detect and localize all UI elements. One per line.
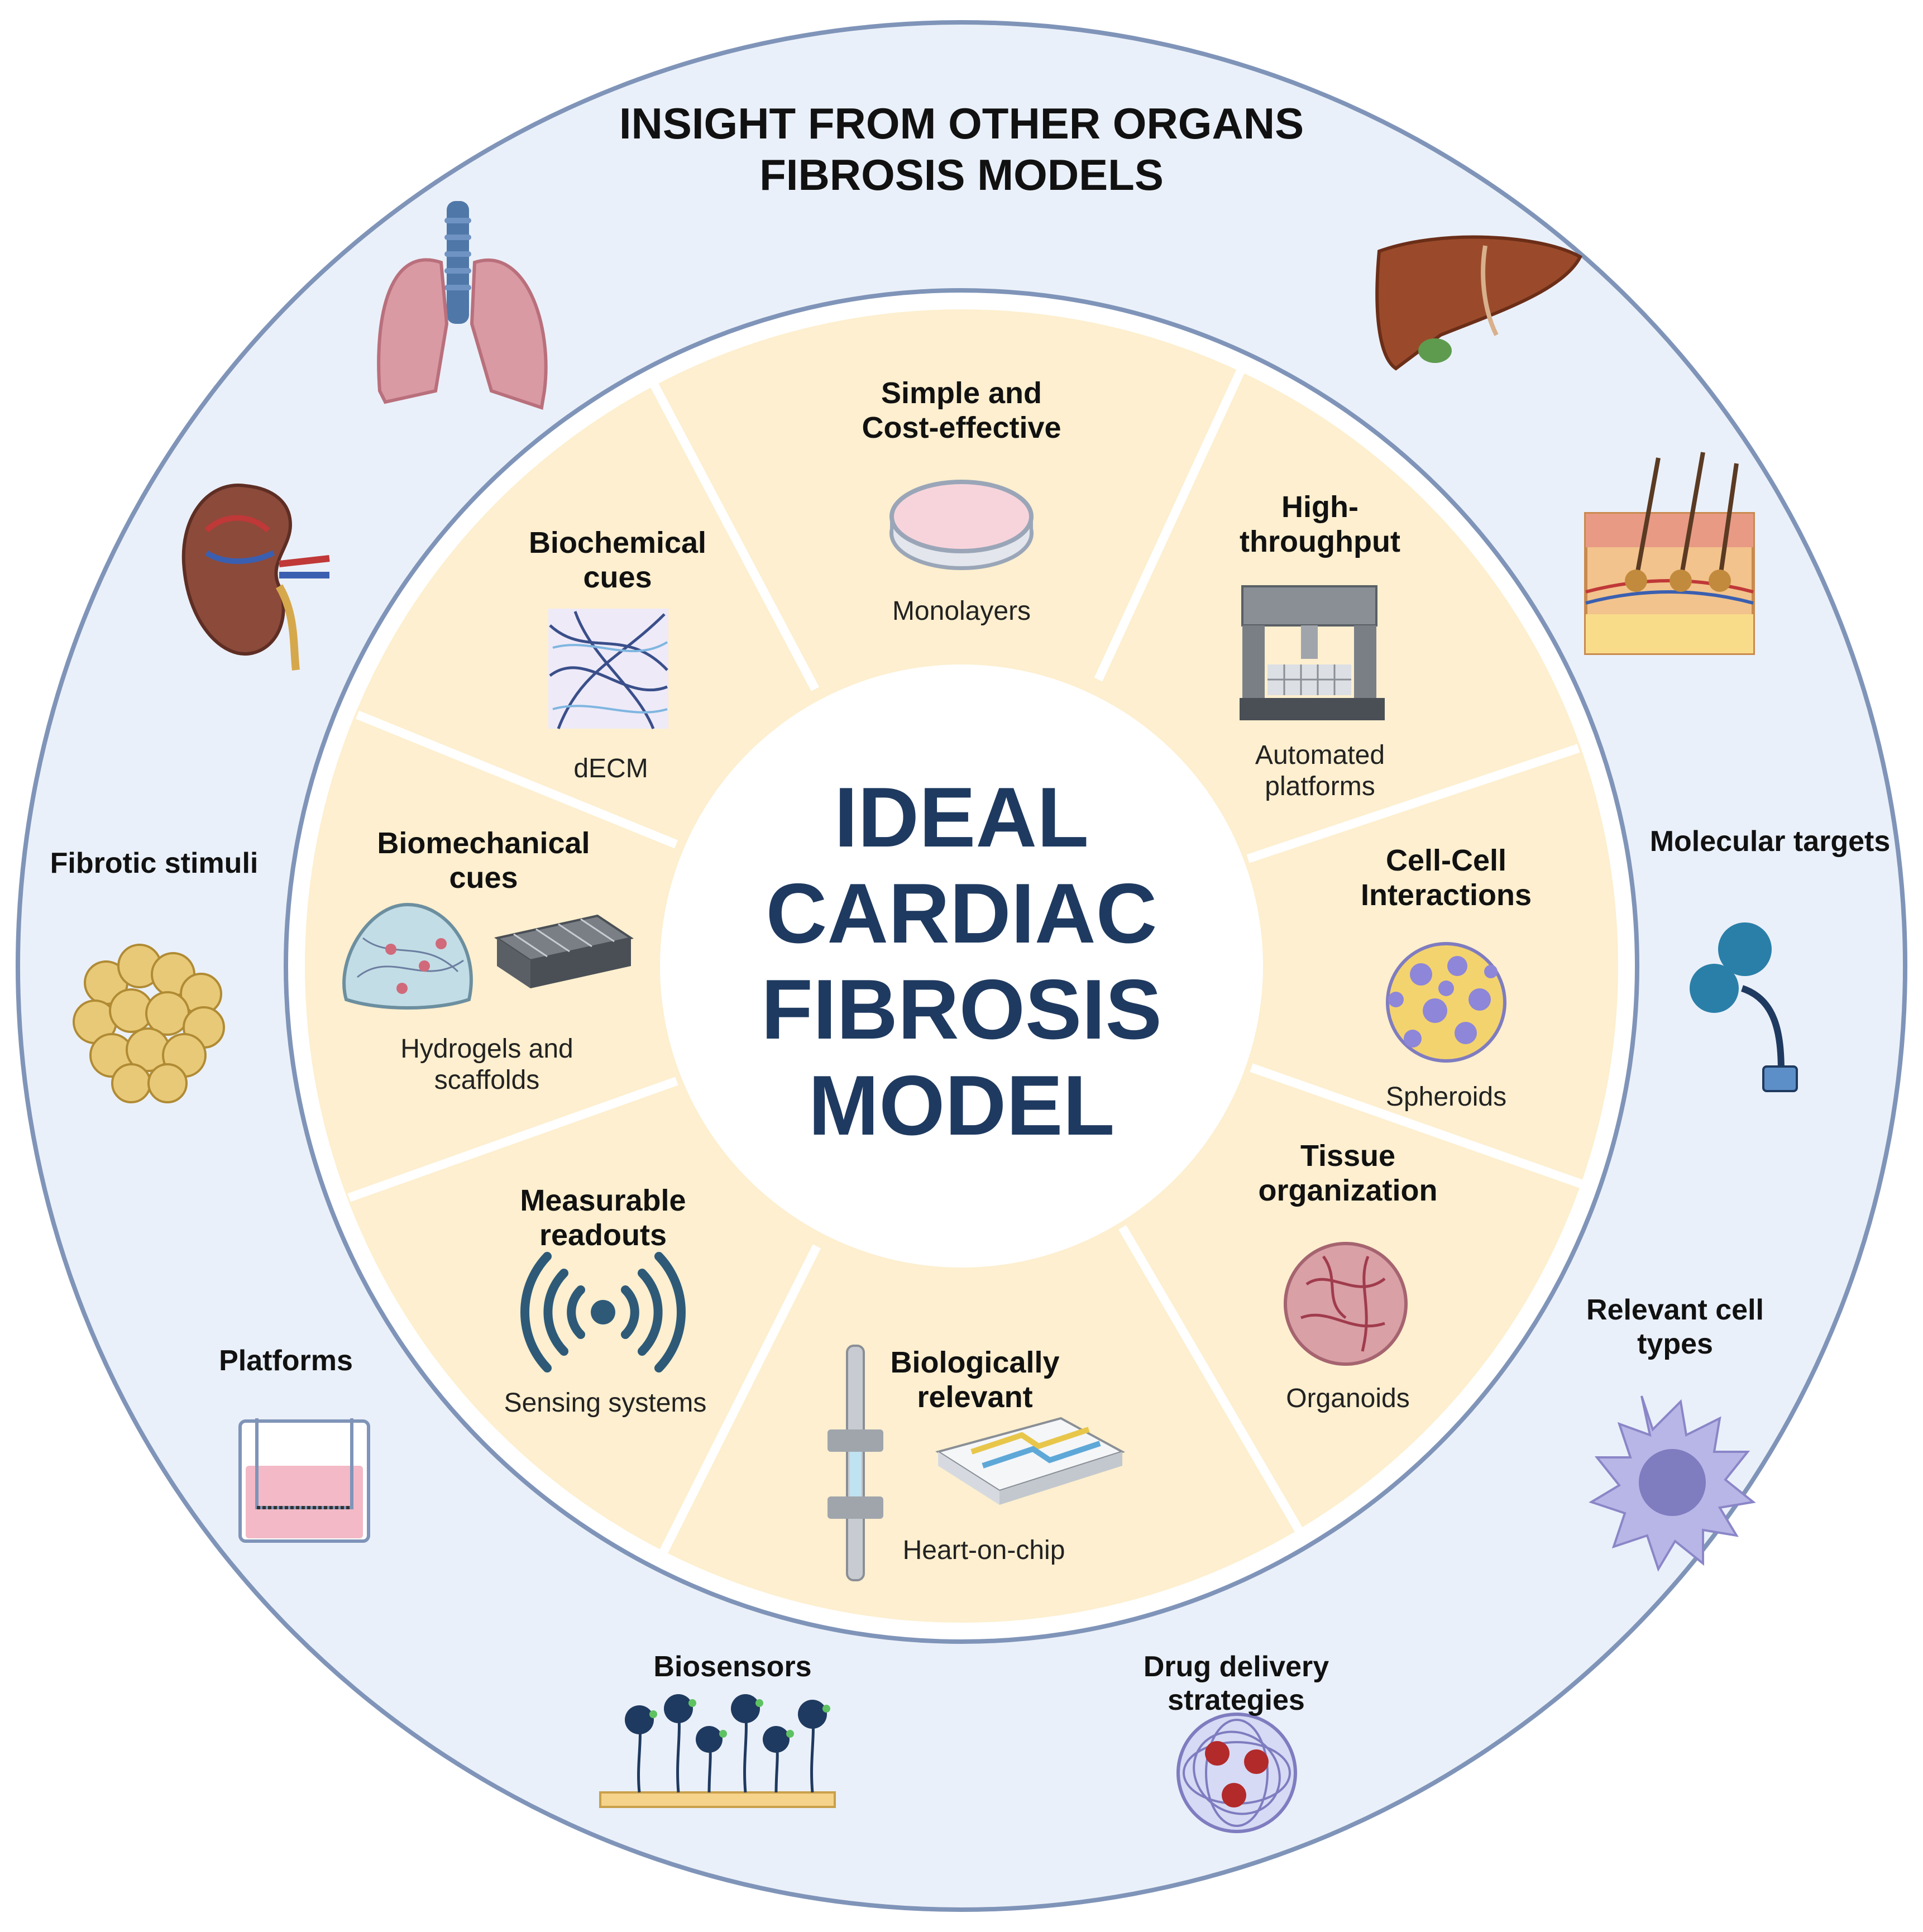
label-relevant-cell-types-line1: Relevant cell <box>1586 1294 1764 1326</box>
seg-biomech-sub1: Hydrogels and <box>400 1034 573 1064</box>
center-circle <box>660 664 1263 1268</box>
label-platforms: Platforms <box>219 1345 353 1377</box>
center-title-line1: IDEAL <box>834 770 1089 865</box>
decm-icon <box>548 609 668 729</box>
seg-tissue-head1: Tissue <box>1300 1139 1395 1173</box>
seg-readouts-head1: Measurable <box>520 1184 686 1217</box>
skin-icon <box>1584 452 1755 655</box>
label-relevant-cell-types-line2: types <box>1637 1328 1713 1360</box>
heart-on-chip-icon <box>827 1345 1126 1581</box>
seg-simple-head2: Cost-effective <box>862 411 1061 444</box>
label-biosensors: Biosensors <box>653 1651 811 1683</box>
seg-biorelevant-head1: Biologically <box>890 1346 1059 1379</box>
seg-biomech-sub2: scaffolds <box>434 1065 540 1095</box>
segment-dividers <box>347 369 1584 1556</box>
seg-cellcell-head2: Interactions <box>1361 878 1532 912</box>
outer-title-line2: FIBROSIS MODELS <box>759 150 1164 199</box>
seg-throughput-head2: throughput <box>1240 525 1400 558</box>
petri-dish-icon <box>889 480 1034 570</box>
seg-readouts-head2: readouts <box>539 1218 667 1252</box>
outer-title-line1: INSIGHT FROM OTHER ORGANS <box>619 99 1304 148</box>
liquid-handler-icon <box>1240 585 1385 720</box>
signal-icon <box>520 1252 686 1373</box>
label-drug-delivery-line2: strategies <box>1168 1684 1305 1716</box>
seg-throughput-sub1: Automated <box>1255 740 1385 770</box>
seg-tissue-sub1: Organoids <box>1286 1384 1409 1413</box>
center-title-line2: CARDIAC <box>766 866 1157 961</box>
liver-icon <box>1375 235 1582 371</box>
seg-biomech-head1: Biomechanical <box>377 826 590 860</box>
seg-biochem-sub1: dECM <box>573 754 648 783</box>
label-fibrotic-stimuli: Fibrotic stimuli <box>50 847 259 879</box>
seg-biorelevant-head2: relevant <box>917 1380 1032 1414</box>
lungs-icon <box>377 201 548 410</box>
label-molecular-targets: Molecular targets <box>1650 825 1891 858</box>
biosensor-array-icon <box>599 1694 836 1808</box>
spheroid-icon <box>1386 942 1506 1063</box>
seg-simple-head1: Simple and <box>881 376 1042 410</box>
immune-cell-icon <box>1589 1395 1756 1572</box>
seg-biochem-head2: cues <box>583 561 652 594</box>
seg-simple-sub1: Monolayers <box>892 596 1031 626</box>
center-title-line3: FIBROSIS <box>761 962 1162 1057</box>
adipocytes-icon <box>73 944 225 1103</box>
seg-throughput-head1: High- <box>1281 490 1358 524</box>
nanoparticle-icon <box>1176 1713 1297 1833</box>
label-drug-delivery-line1: Drug delivery <box>1144 1651 1329 1683</box>
seg-biochem-head1: Biochemical <box>529 526 706 559</box>
seg-tissue-head2: organization <box>1259 1174 1438 1207</box>
seg-biomech-head2: cues <box>449 861 518 895</box>
kidney-icon <box>181 484 330 671</box>
receptor-icon <box>1690 922 1798 1092</box>
seg-biorelevant-sub1: Heart-on-chip <box>903 1536 1065 1565</box>
seg-throughput-sub2: platforms <box>1265 772 1375 801</box>
organoid-icon <box>1284 1242 1408 1366</box>
seg-readouts-sub1: Sensing systems <box>504 1388 707 1418</box>
scaffold-icon <box>494 914 634 988</box>
seg-cellcell-head1: Cell-Cell <box>1386 844 1506 877</box>
transwell-icon <box>238 1418 370 1543</box>
seg-cellcell-sub1: Spheroids <box>1386 1082 1506 1112</box>
center-title-line4: MODEL <box>809 1058 1115 1153</box>
hydrogel-icon <box>342 902 473 1010</box>
